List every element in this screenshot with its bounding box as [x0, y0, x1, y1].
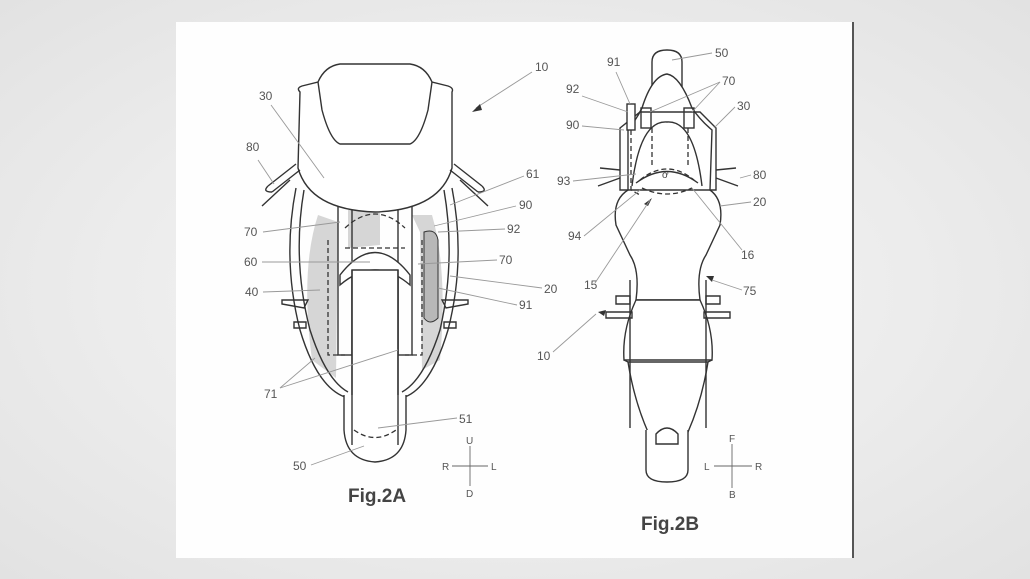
label-70: 70 — [722, 74, 736, 88]
label-15: 15 — [584, 278, 598, 292]
label-80: 80 — [246, 140, 260, 154]
label-30: 30 — [259, 89, 273, 103]
label-40: 40 — [245, 285, 259, 299]
label-60: 60 — [244, 255, 258, 269]
axis-up-label: U — [466, 436, 473, 447]
fig2a-motorcycle-front-view — [257, 63, 543, 466]
axis-right-label: L — [491, 462, 497, 473]
label-91: 91 — [607, 55, 621, 69]
label-50: 50 — [293, 459, 307, 473]
label-10: 10 — [535, 60, 549, 74]
label-90: 90 — [519, 198, 533, 212]
axis-down-label: D — [466, 489, 473, 500]
axis-left-label: L — [704, 462, 710, 473]
fig2a-caption: Fig.2A — [348, 486, 406, 507]
label-93: 93 — [557, 174, 571, 188]
axis-front-label: F — [729, 434, 735, 445]
label-90: 90 — [566, 118, 580, 132]
label-80: 80 — [753, 168, 767, 182]
fig2a-labels: 10 30 80 61 90 70 92 60 70 40 20 91 71 5… — [244, 60, 558, 473]
axis-back-label: B — [729, 490, 736, 501]
label-91: 91 — [519, 298, 533, 312]
sheet-border — [852, 22, 854, 558]
label-70: 70 — [244, 225, 258, 239]
label-51: 51 — [459, 412, 473, 426]
label-20: 20 — [544, 282, 558, 296]
axis-right-label: R — [755, 462, 762, 473]
fig2b-motorcycle-top-view: ơ — [552, 49, 752, 483]
label-75: 75 — [743, 284, 757, 298]
patent-drawing-sheet — [176, 22, 852, 558]
label-16: 16 — [741, 248, 755, 262]
label-92: 92 — [507, 222, 521, 236]
fig2b-direction-indicator: F B L R — [704, 434, 762, 501]
label-70b: 70 — [499, 253, 513, 267]
label-92: 92 — [566, 82, 580, 96]
label-94: 94 — [568, 229, 582, 243]
label-20: 20 — [753, 195, 767, 209]
fig2b-labels: 50 91 70 92 30 90 93 80 20 94 16 15 75 1… — [537, 46, 767, 363]
label-61: 61 — [526, 167, 540, 181]
label-71: 71 — [264, 387, 278, 401]
fig2b-caption: Fig.2B — [641, 514, 699, 535]
label-10: 10 — [537, 349, 551, 363]
svg-text:ơ: ơ — [662, 170, 669, 181]
label-30: 30 — [737, 99, 751, 113]
axis-left-label: R — [442, 462, 449, 473]
label-50: 50 — [715, 46, 729, 60]
fig2a-direction-indicator: U D R L — [442, 436, 497, 500]
